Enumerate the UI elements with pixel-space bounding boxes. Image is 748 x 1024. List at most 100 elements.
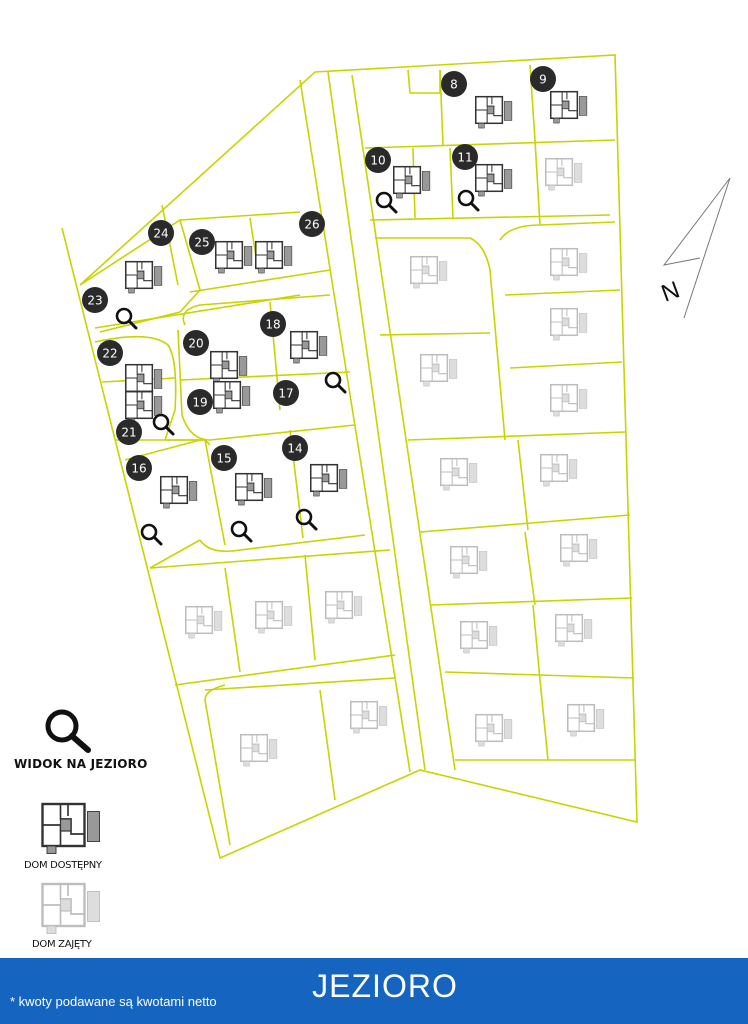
lot-badge-16[interactable]: 16 <box>126 455 152 481</box>
lot-number: 10 <box>370 154 385 168</box>
lot-number: 11 <box>457 151 472 165</box>
footnote: * kwoty podawane są kwotami netto <box>10 994 217 1009</box>
taken-house <box>544 157 583 191</box>
lake-view-magnifier-icon <box>115 307 138 330</box>
lot-boundary <box>189 269 331 293</box>
lot-number: 21 <box>121 426 136 440</box>
lot-boundary <box>94 335 177 441</box>
lot-badge-22[interactable]: 22 <box>97 340 123 366</box>
lot-badge-15[interactable]: 15 <box>211 445 237 471</box>
available-house[interactable] <box>124 363 163 397</box>
lake-label: JEZIORO <box>312 968 458 1004</box>
lot-boundary <box>532 604 541 681</box>
lot-boundary <box>61 54 638 860</box>
available-house-icon <box>41 802 100 854</box>
legend-available: DOM DOSTĘPNY <box>24 860 102 871</box>
taken-house <box>539 453 578 487</box>
lot-boundary <box>319 689 336 801</box>
taken-house <box>254 600 293 634</box>
lot-lines <box>61 54 638 860</box>
lot-number: 15 <box>216 452 231 466</box>
lot-badge-17[interactable]: 17 <box>273 380 299 406</box>
taken-house-icon <box>41 882 100 934</box>
lot-boundary <box>539 679 549 761</box>
available-house[interactable] <box>309 463 348 497</box>
lot-boundary <box>364 139 616 149</box>
taken-house <box>349 700 388 734</box>
lot-boundary <box>407 69 441 94</box>
taken-house <box>549 383 588 417</box>
lot-badge-23[interactable]: 23 <box>82 287 108 313</box>
available-house[interactable] <box>549 90 588 124</box>
taken-house <box>566 703 605 737</box>
lake-view-magnifier-icon <box>152 413 175 436</box>
lot-boundary <box>149 549 391 569</box>
lot-boundary <box>534 139 541 226</box>
lot-number: 25 <box>194 236 209 250</box>
taken-house <box>184 605 223 639</box>
lot-badge-25[interactable]: 25 <box>189 229 215 255</box>
available-house[interactable] <box>212 380 251 414</box>
lake-view-magnifier-icon <box>140 523 163 546</box>
available-house[interactable] <box>159 475 198 509</box>
lot-boundary <box>499 221 616 241</box>
lot-badges: 8 9 10 11 14 15 16 17 18 19 20 21 22 23 24 25 26 <box>82 66 556 481</box>
lot-number: 19 <box>192 396 207 410</box>
lot-boundary <box>439 69 444 146</box>
lot-boundary <box>524 531 536 606</box>
lot-boundary <box>177 329 356 441</box>
available-house[interactable] <box>289 330 328 364</box>
lot-boundary <box>179 219 201 291</box>
taken-house <box>239 733 278 767</box>
lot-boundary <box>509 361 623 369</box>
taken-house <box>554 613 593 647</box>
taken-house <box>549 307 588 341</box>
available-house[interactable] <box>209 350 248 384</box>
available-house[interactable] <box>392 165 431 199</box>
lot-boundary <box>299 79 411 773</box>
lot-boundary <box>419 514 631 533</box>
lot-boundary <box>429 597 633 606</box>
taken-house <box>549 247 588 281</box>
lot-number: 9 <box>539 73 547 87</box>
taken-house <box>439 457 478 491</box>
lot-badge-9[interactable]: 9 <box>530 66 556 92</box>
lot-badge-10[interactable]: 10 <box>365 147 391 173</box>
lot-badge-8[interactable]: 8 <box>441 71 467 97</box>
lot-badge-26[interactable]: 26 <box>299 211 325 237</box>
lot-badge-14[interactable]: 14 <box>282 435 308 461</box>
lot-boundary <box>199 534 366 553</box>
lot-boundary <box>444 671 635 679</box>
lot-number: 22 <box>102 347 117 361</box>
lake-view-magnifier-icon <box>457 189 480 212</box>
houses <box>124 90 605 767</box>
taken-house <box>449 545 488 579</box>
available-house[interactable] <box>124 260 163 294</box>
lot-badge-18[interactable]: 18 <box>260 311 286 337</box>
lot-badge-21[interactable]: 21 <box>116 419 142 445</box>
taken-house <box>559 533 598 567</box>
lake-view-magnifier-icon <box>230 520 253 543</box>
lot-boundary <box>369 214 611 221</box>
taken-house <box>324 590 363 624</box>
bottom-bar: JEZIORO * kwoty podawane są kwotami nett… <box>0 958 748 1024</box>
lot-badge-20[interactable]: 20 <box>183 330 209 356</box>
lot-boundary <box>407 431 626 441</box>
lot-badge-24[interactable]: 24 <box>148 220 174 246</box>
lot-boundary <box>304 554 316 661</box>
available-house[interactable] <box>41 802 100 854</box>
lot-badge-11[interactable]: 11 <box>452 144 478 170</box>
available-house[interactable] <box>474 95 513 129</box>
lot-boundary <box>204 439 211 446</box>
available-house[interactable] <box>474 163 513 197</box>
lot-badge-19[interactable]: 19 <box>187 389 213 415</box>
lake-view-markers <box>115 189 480 546</box>
lot-boundary <box>504 289 621 296</box>
available-house[interactable] <box>254 240 293 274</box>
taken-house <box>409 255 448 289</box>
available-house[interactable] <box>214 240 253 274</box>
lot-boundary <box>182 294 331 326</box>
available-house[interactable] <box>234 472 273 506</box>
lake-view-magnifier-icon <box>295 508 318 531</box>
